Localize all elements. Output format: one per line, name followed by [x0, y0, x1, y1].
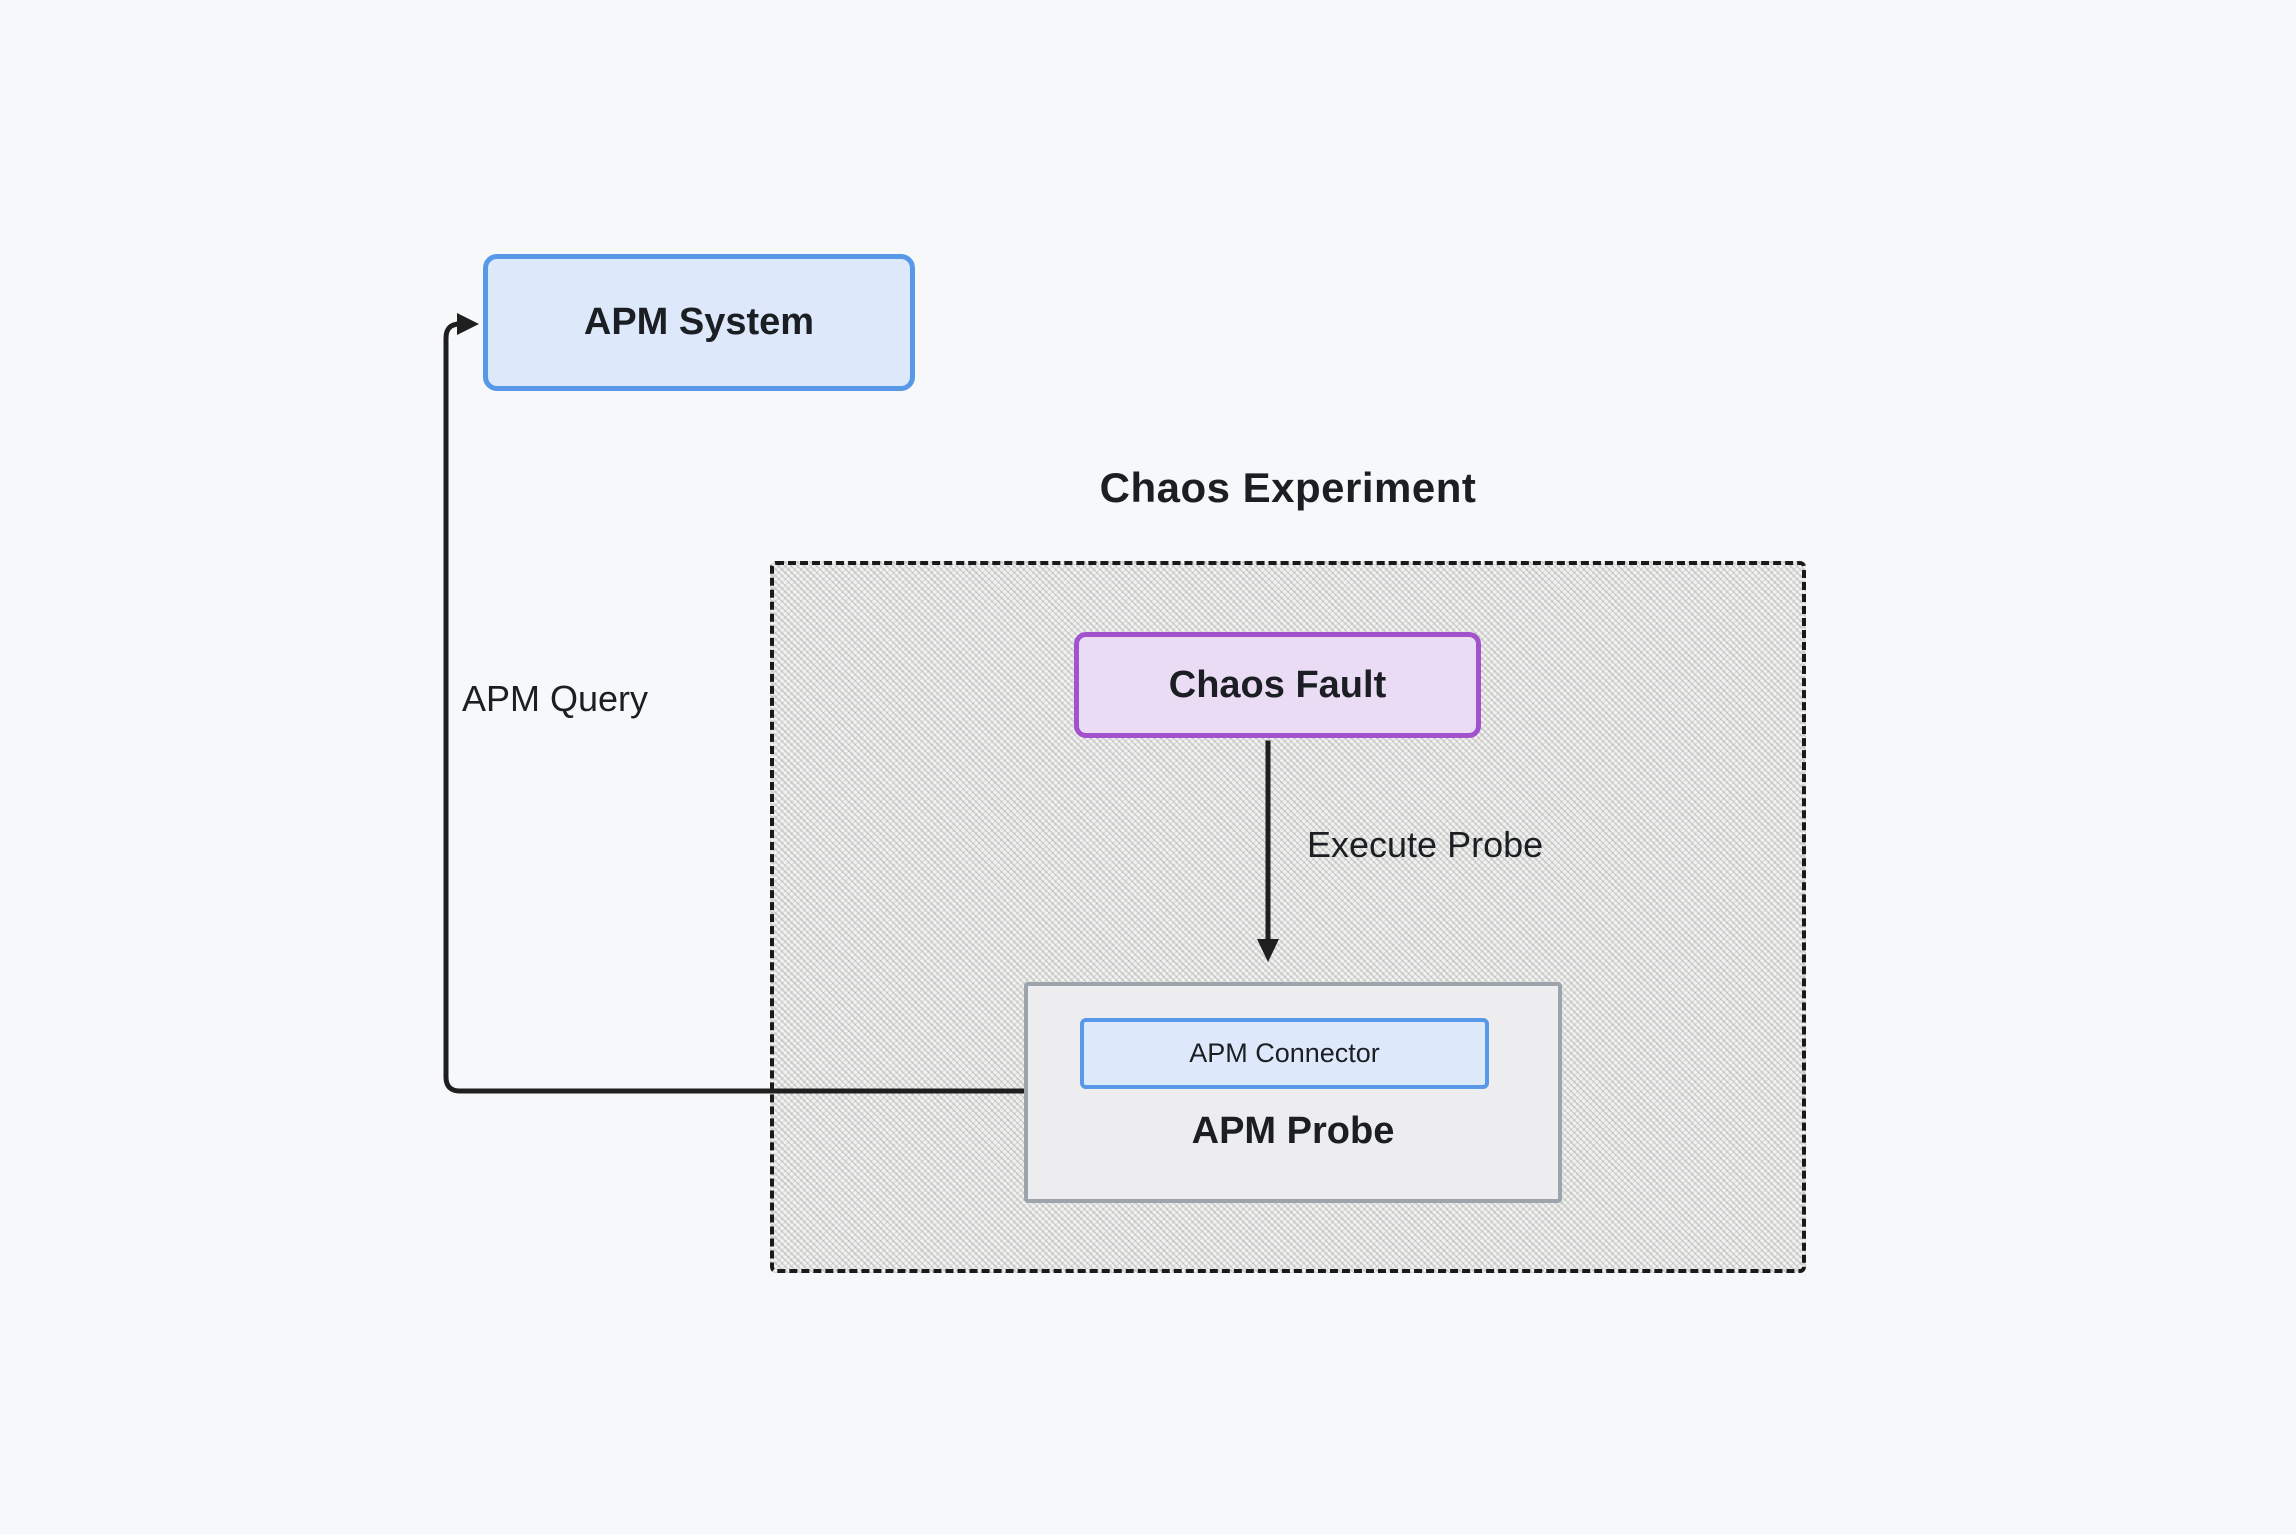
- node-chaos-fault-label: Chaos Fault: [1168, 663, 1387, 706]
- node-apm-system: APM System: [483, 254, 915, 391]
- chaos-experiment-title: Chaos Experiment: [1099, 464, 1477, 511]
- node-apm-probe: APM Connector APM Probe: [1024, 982, 1562, 1203]
- node-apm-connector: APM Connector: [1080, 1018, 1489, 1089]
- edge-label-execute-probe: Execute Probe: [1307, 824, 1544, 865]
- arrowhead-into-apm-system: [457, 313, 479, 335]
- node-chaos-fault: Chaos Fault: [1074, 632, 1481, 738]
- node-apm-connector-label: APM Connector: [1189, 1038, 1380, 1068]
- node-apm-system-label: APM System: [583, 301, 815, 343]
- node-apm-probe-label: APM Probe: [1191, 1110, 1395, 1152]
- edge-label-apm-query: APM Query: [462, 678, 649, 719]
